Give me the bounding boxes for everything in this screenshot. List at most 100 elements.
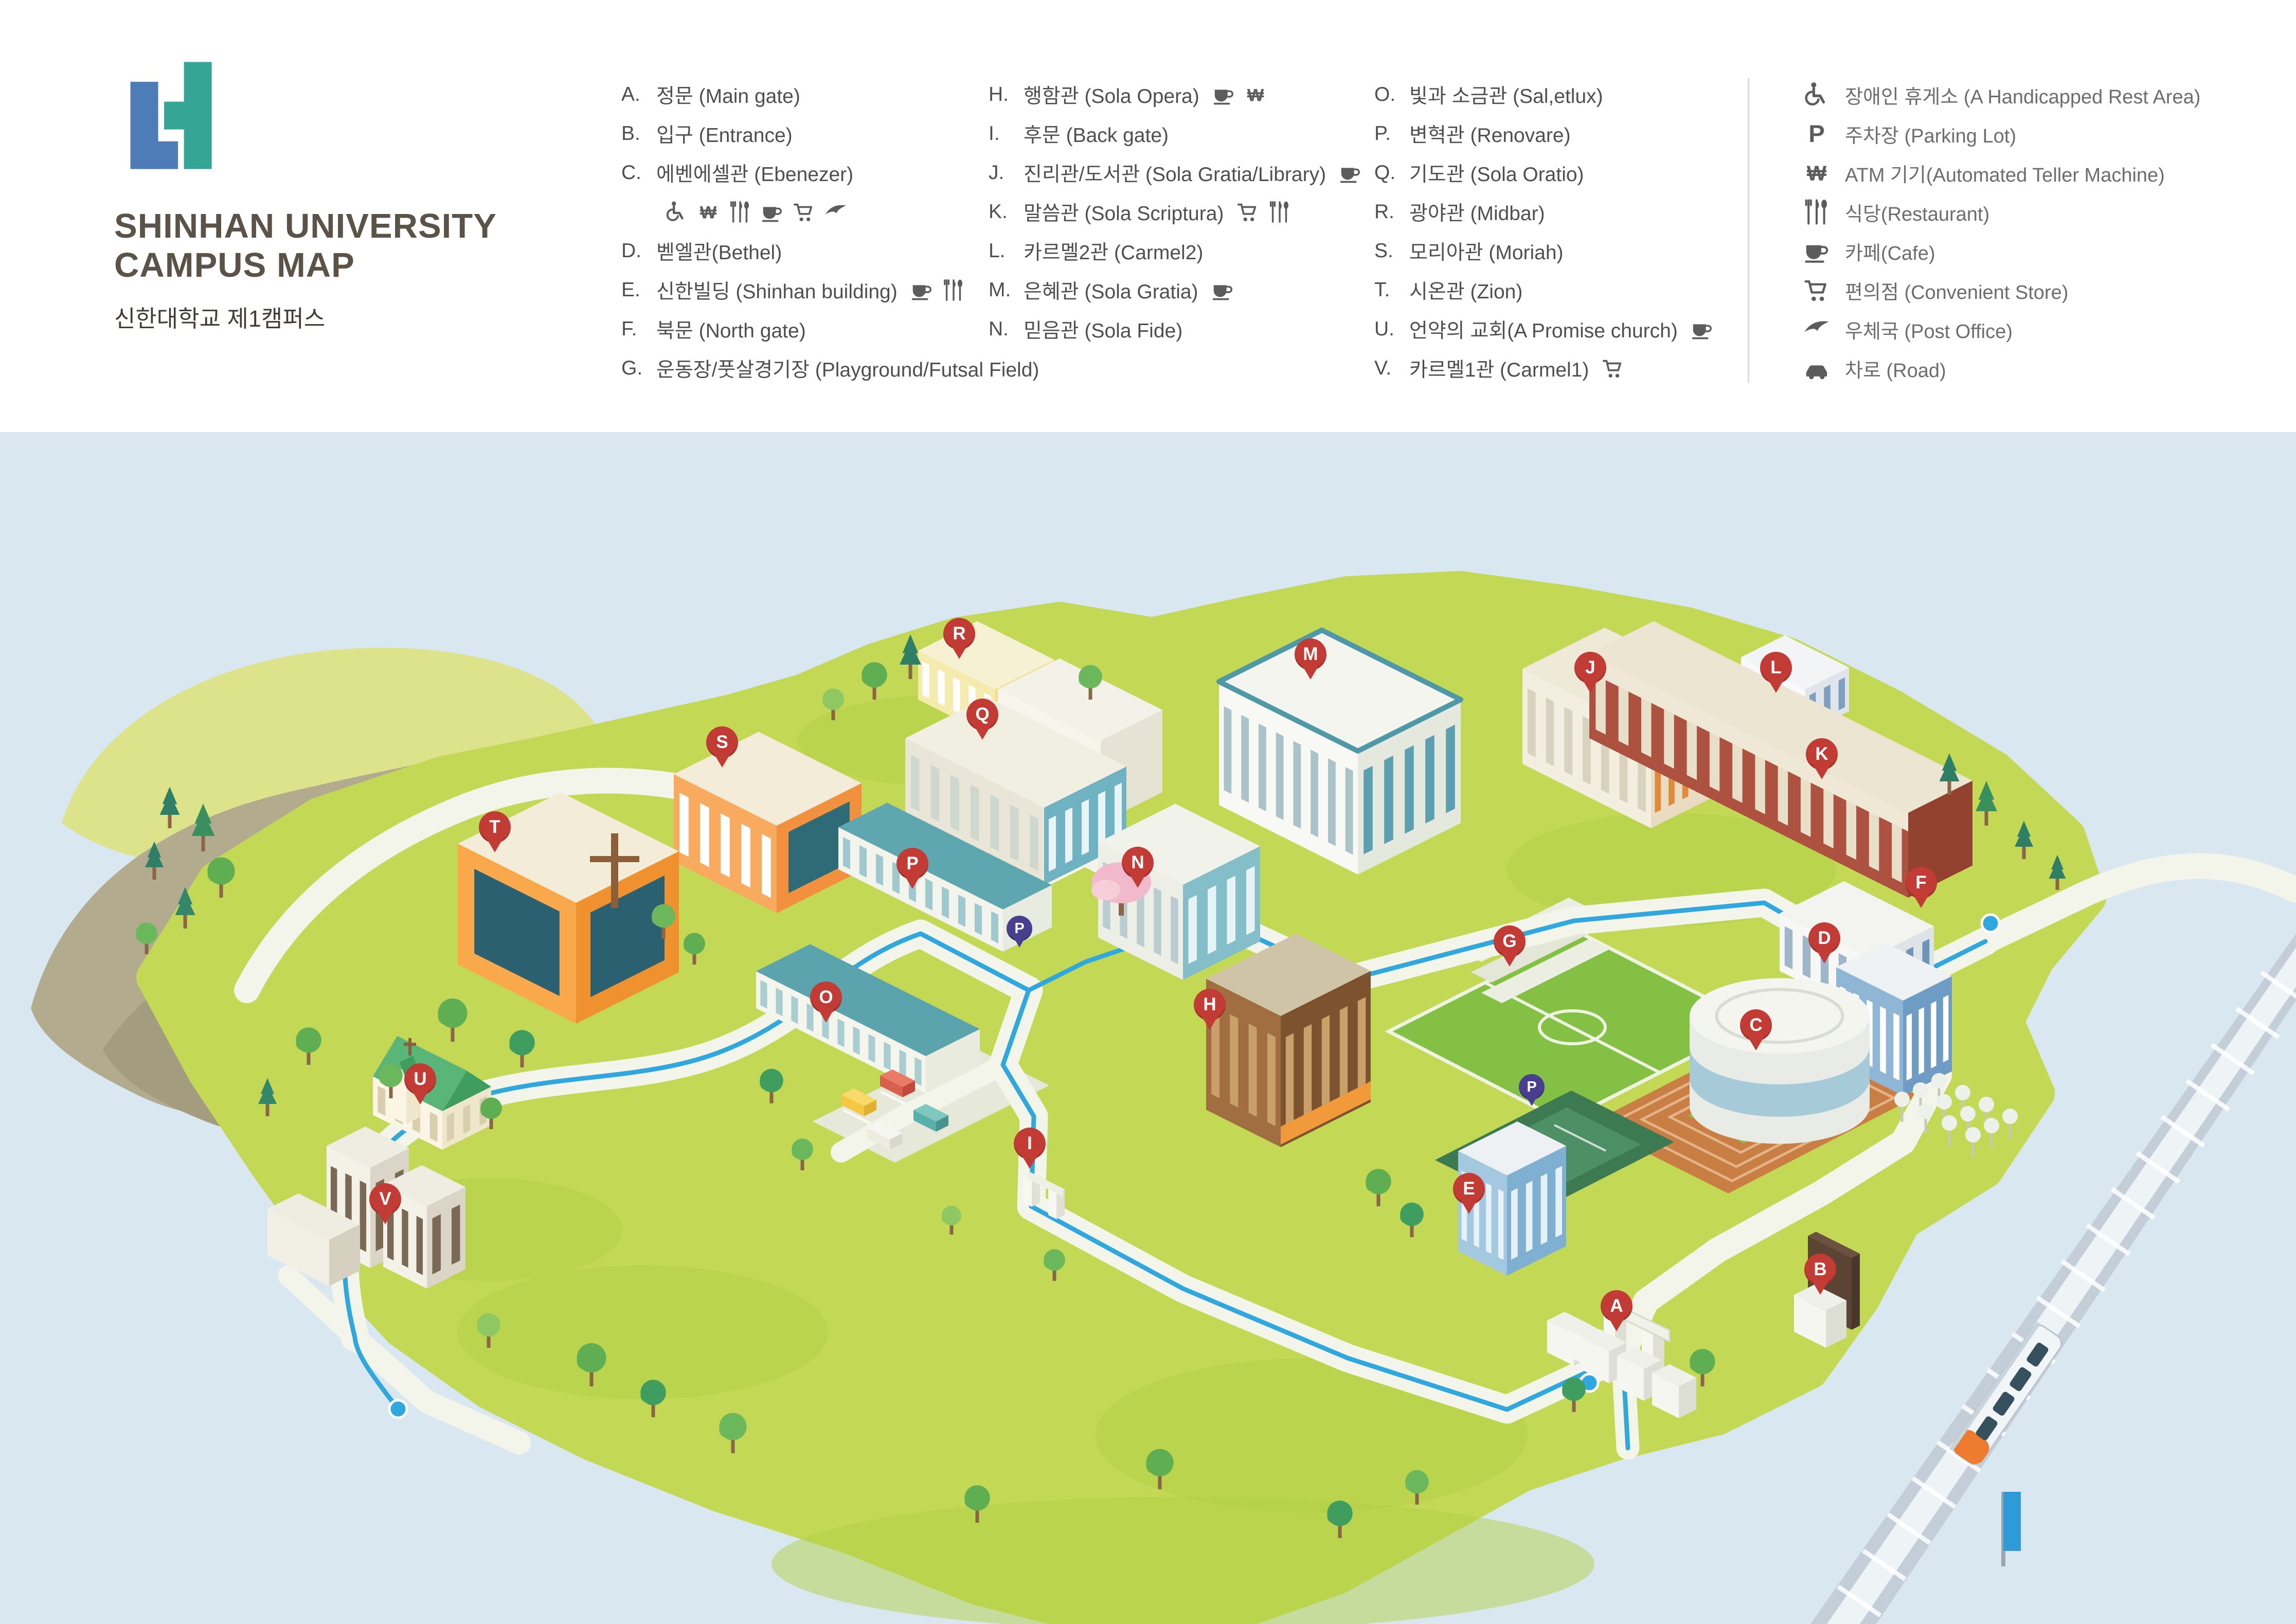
legend-item-G: G. 운동장/풋살경기장 (Playground/Futsal Field) [621, 349, 1039, 388]
road-icon [1803, 354, 1831, 382]
page-subtitle: 신한대학교 제1캠퍼스 [114, 306, 326, 332]
legend-label: 카르멜1관 (Carmel1) [1409, 359, 1589, 381]
restaurant-icon [942, 278, 965, 302]
pin-letter: H [1194, 989, 1226, 1021]
pin-tail [1748, 1037, 1764, 1050]
map-pin-O[interactable]: O [810, 981, 842, 1023]
legend-icon-label: 장애인 휴게소 (A Handicapped Rest Area) [1845, 86, 2201, 108]
store-icon [792, 200, 816, 224]
map-pin-L[interactable]: L [1760, 652, 1792, 693]
pin-letter: T [479, 811, 511, 843]
map-pin-A[interactable]: A [1601, 1290, 1633, 1331]
legend-label: 벧엘관(Bethel) [656, 242, 782, 264]
map-pin-S[interactable]: S [706, 726, 738, 768]
cafe-icon [1803, 237, 1831, 265]
legend-item-S: S. 모리아관 (Moriah) [1374, 231, 1714, 271]
legend-label: 운동장/풋살경기장 (Playground/Futsal Field) [656, 359, 1039, 381]
pin-letter: F [1905, 867, 1937, 899]
pin-tail [1608, 1317, 1625, 1331]
pin-tail [1501, 953, 1518, 967]
legend-key: C. [621, 162, 641, 184]
legend-label: 신한빌딩 (Shinhan building) [656, 281, 898, 303]
legend-item-R: R.광야관 (Midbar) [1374, 192, 1714, 231]
cafe-icon [760, 200, 784, 224]
legend-icon-atm: ATM 기기(Automated Teller Machine) [1803, 153, 2200, 192]
pin-letter: B [1804, 1254, 1836, 1286]
pin-tail [951, 645, 967, 659]
legend-divider [1748, 78, 1749, 383]
map-pin-F[interactable]: F [1905, 867, 1937, 908]
cafe-icon [910, 278, 934, 302]
legend-label: 기도관 (Sola Oratio) [1409, 164, 1584, 186]
map-pin-K[interactable]: K [1806, 738, 1838, 779]
parking-pin-1[interactable]: P [1007, 916, 1032, 948]
pin-tail [1913, 894, 1929, 908]
map-pin-I[interactable]: I [1014, 1128, 1046, 1169]
parking-pin-2[interactable]: P [1519, 1074, 1545, 1106]
pin-letter: K [1806, 738, 1838, 770]
map-pin-U[interactable]: U [404, 1063, 436, 1104]
handicap-icon [665, 200, 688, 224]
map-pin-D[interactable]: D [1808, 922, 1840, 963]
parking-icon [1803, 120, 1831, 148]
map-pin-P[interactable]: P [896, 848, 928, 889]
map-pin-R[interactable]: R [943, 618, 975, 659]
legend-label: 모리아관 (Moriah) [1409, 242, 1564, 264]
legend-key: I. [989, 122, 1000, 145]
legend-item-C-icons [621, 192, 1039, 231]
legend-item-F: F.북문 (North gate) [621, 310, 1039, 349]
map-pin-V[interactable]: V [369, 1183, 401, 1224]
map-pin-N[interactable]: N [1122, 847, 1154, 888]
pin-letter: C [1740, 1009, 1772, 1041]
map-pin-E[interactable]: E [1453, 1173, 1485, 1214]
legend-key: S. [1374, 240, 1393, 262]
pin-tail [1814, 765, 1830, 779]
legend-item-E: E.신한빌딩 (Shinhan building) [621, 271, 1039, 310]
pin-letter: O [810, 981, 842, 1013]
pin-tail [1201, 1016, 1218, 1030]
map-pin-B[interactable]: B [1804, 1254, 1836, 1295]
campus-map-illustration [0, 432, 2296, 1624]
legend-item-I: I. 후문 (Back gate) [989, 114, 1362, 153]
legend-key: R. [1374, 201, 1394, 223]
pin-tail [377, 1210, 393, 1224]
legend-icon-label: 주차장 (Parking Lot) [1845, 125, 2016, 147]
pin-tail [974, 726, 991, 740]
pin-tail [1768, 679, 1784, 693]
legend-item-N: N.믿음관 (Sola Fide) [989, 310, 1362, 349]
legend-label: 에벤에셀관 (Ebenezer) [656, 164, 854, 186]
legend-icon-column: 장애인 휴게소 (A Handicapped Rest Area) 주차장 (Pa… [1803, 75, 2200, 388]
map-pin-M[interactable]: M [1295, 638, 1326, 680]
map-pin-Q[interactable]: Q [966, 699, 998, 740]
pin-letter: G [1494, 925, 1526, 957]
pin-tail [904, 875, 921, 889]
atm-icon [696, 200, 720, 224]
legend-icon-label: 우체국 (Post Office) [1845, 320, 2013, 343]
legend-label: 후문 (Back gate) [1024, 124, 1169, 147]
legend-key: H. [989, 83, 1009, 105]
legend-icon-label: ATM 기기(Automated Teller Machine) [1845, 164, 2165, 186]
map-pin-C[interactable]: C [1740, 1009, 1772, 1050]
legend-column-2: H.행함관 (Sola Opera)I.후문 (Back gate)J.진리관/… [989, 75, 1362, 349]
pin-tail [487, 838, 503, 852]
pin-letter: V [369, 1183, 401, 1215]
map-pins-layer: A B C D E F G H I J K L M N O P Q R S T U V P P [0, 432, 2296, 1624]
post-icon [824, 200, 848, 224]
pin-tail [412, 1091, 428, 1104]
pin-letter: M [1295, 638, 1326, 670]
pin-tail [1526, 1095, 1538, 1106]
map-pin-J[interactable]: J [1574, 652, 1606, 693]
map-pin-T[interactable]: T [479, 811, 511, 852]
pin-tail [1129, 874, 1146, 888]
legend-item-A: A.정문 (Main gate) [621, 75, 1039, 114]
legend-icon-cafe: 카페(Cafe) [1803, 231, 2200, 271]
legend-key: G. [621, 357, 643, 379]
buildings [267, 621, 1972, 1418]
legend-label: 북문 (North gate) [656, 320, 806, 342]
map-pin-H[interactable]: H [1194, 989, 1226, 1030]
pin-letter: Q [966, 699, 998, 730]
map-pin-G[interactable]: G [1494, 925, 1526, 967]
pin-letter: J [1574, 652, 1606, 684]
